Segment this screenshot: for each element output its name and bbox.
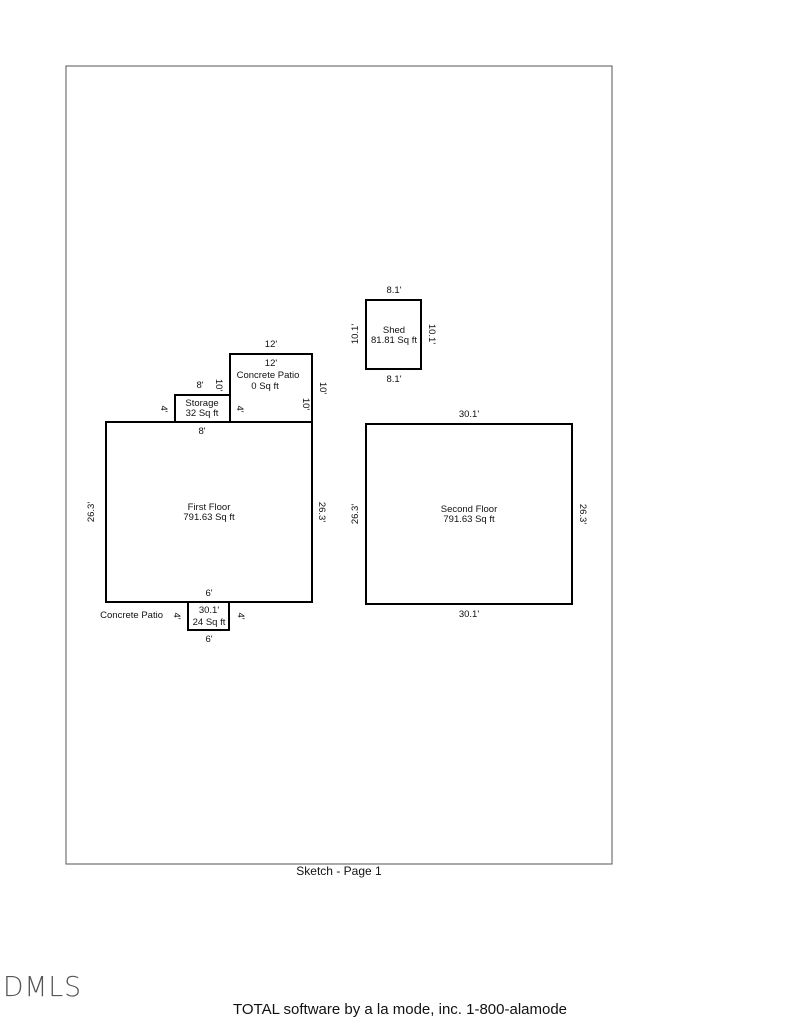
room-name: Second Floor: [441, 504, 498, 515]
room-name: Concrete Patio: [237, 370, 300, 381]
room-area: 81.81 Sq ft: [371, 335, 417, 346]
dim-bottom: 8.1': [386, 374, 401, 385]
dim-left: 4': [171, 612, 182, 619]
dim-left: 4': [158, 405, 169, 412]
room-area: 791.63 Sq ft: [443, 514, 495, 525]
room-concrete-patio-top: 12' 12' Concrete Patio 0 Sq ft 4' 10' 10…: [229, 339, 328, 423]
dim-top-outer: 12': [265, 339, 278, 350]
dim-right: 26.3': [316, 502, 327, 522]
dim-top: 30.1': [199, 605, 219, 616]
dmls-logo: DMLS: [3, 970, 82, 1003]
dim-right: 26.3': [577, 504, 588, 524]
dim-right-outer: 10': [317, 382, 328, 395]
dim-top: 30.1': [459, 409, 479, 420]
room-name: First Floor: [188, 502, 231, 513]
room-storage: Storage 32 Sq ft 8' 4' 10': [158, 379, 231, 423]
dim-right-inner: 10': [300, 398, 311, 411]
room-area: 24 Sq ft: [193, 617, 226, 628]
dim-left: 4': [234, 405, 245, 412]
dim-right: 4': [235, 612, 246, 619]
dim-bottom: 6': [205, 634, 212, 645]
room-name: Storage: [185, 398, 218, 409]
room-area: 791.63 Sq ft: [183, 512, 235, 523]
room-area: 32 Sq ft: [186, 408, 219, 419]
dim-left: 26.3': [86, 502, 97, 522]
dim-right: 10': [213, 379, 224, 392]
room-second-floor: Second Floor 791.63 Sq ft 30.1' 30.1' 26…: [350, 409, 588, 620]
room-name: Shed: [383, 325, 405, 336]
dim-left: 26.3': [350, 504, 361, 524]
dim-top-inner: 12': [265, 358, 278, 369]
dim-left: 10.1': [350, 324, 361, 344]
room-area: 0 Sq ft: [251, 381, 279, 392]
room-concrete-patio-bottom: 30.1' Concrete Patio 24 Sq ft 6' 4' 4': [100, 601, 246, 645]
room-first-floor: First Floor 791.63 Sq ft 8' 26.3' 26.3' …: [86, 421, 327, 603]
dim-bottom: 30.1': [459, 609, 479, 620]
dim-right: 10.1': [426, 324, 437, 344]
page-label: Sketch - Page 1: [296, 864, 382, 878]
dim-bottom: 6': [205, 588, 212, 599]
dim-top: 8.1': [386, 285, 401, 296]
room-name: Concrete Patio: [100, 610, 163, 621]
room-shed: Shed 81.81 Sq ft 8.1' 8.1' 10.1' 10.1': [350, 285, 437, 385]
footer-text: TOTAL software by a la mode, inc. 1-800-…: [232, 1001, 568, 1018]
dim-top: 8': [196, 380, 203, 391]
sketch-frame: [65, 65, 613, 865]
dim-top: 8': [198, 426, 205, 437]
